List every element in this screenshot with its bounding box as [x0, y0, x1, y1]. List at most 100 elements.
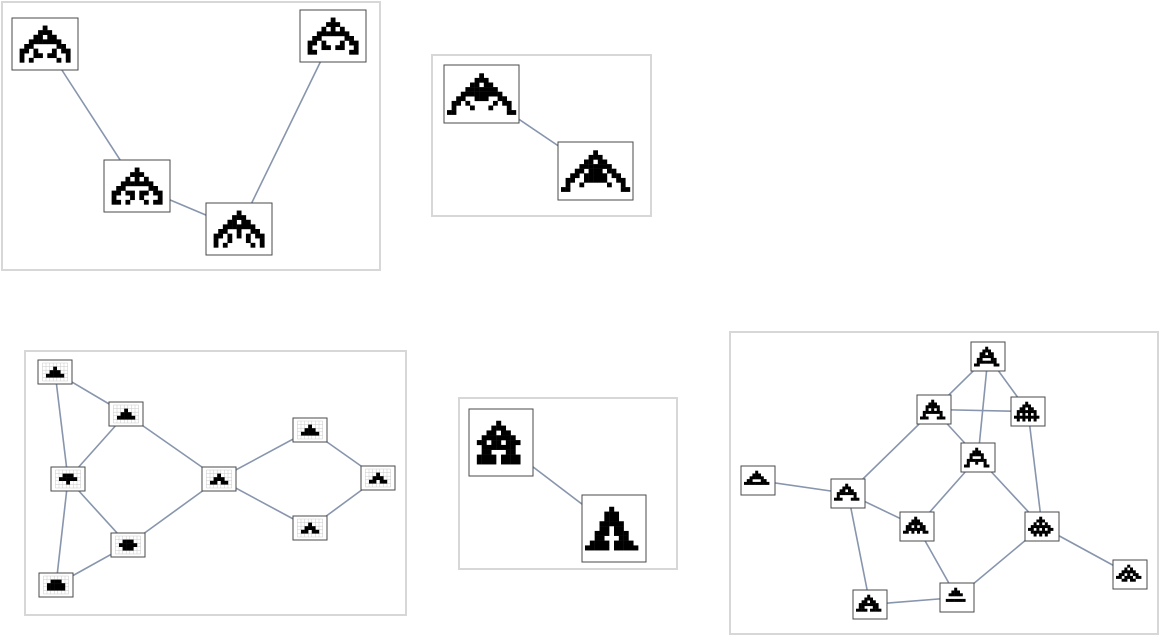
pattern-cell — [908, 525, 912, 529]
pattern-cell — [42, 30, 48, 35]
pattern-cell — [978, 453, 981, 457]
pattern-cell — [919, 527, 923, 531]
graph-e-node-1[interactable] — [916, 394, 952, 425]
pattern-cell — [593, 173, 598, 179]
pattern-cell — [1039, 516, 1043, 520]
graph-e-node-9[interactable] — [1024, 511, 1060, 542]
graph-e-node-10[interactable] — [1112, 559, 1148, 590]
graph-c-node-6[interactable] — [292, 417, 328, 443]
pattern-cell — [1039, 533, 1043, 537]
pattern-cell — [614, 526, 620, 532]
pattern-cell — [604, 516, 610, 522]
pattern-cell — [486, 454, 492, 460]
pattern-cell — [959, 593, 963, 597]
graph-e-node-7[interactable] — [852, 589, 888, 620]
pattern-cell — [120, 412, 125, 416]
pattern-cell — [861, 603, 865, 607]
pattern-cell — [129, 539, 134, 544]
pattern-cell — [1014, 415, 1017, 419]
graph-a-node-1[interactable] — [103, 159, 171, 213]
pattern-cell — [49, 370, 54, 374]
pattern-cell — [505, 435, 511, 441]
pattern-cell — [834, 497, 837, 501]
pattern-cell — [872, 608, 876, 612]
pattern-cell — [574, 168, 580, 174]
pattern-cell — [465, 91, 471, 97]
pattern-cell — [505, 454, 511, 460]
pattern-cell — [57, 583, 62, 587]
pattern-cell — [1022, 407, 1026, 411]
pattern-cell — [126, 543, 130, 547]
pattern-cell — [936, 408, 940, 412]
pattern-cell — [33, 53, 39, 59]
pattern-cell — [850, 489, 854, 493]
pattern-cell — [1019, 410, 1023, 414]
pattern-cell — [483, 77, 489, 83]
pattern-cell — [602, 159, 608, 165]
graph-b-node-0[interactable] — [443, 64, 520, 124]
pattern-cell — [479, 77, 484, 83]
graph-e-node-4[interactable] — [830, 478, 866, 509]
pattern-cell — [38, 30, 43, 35]
pattern-cell — [1025, 401, 1029, 405]
pattern-cell — [609, 506, 615, 512]
graph-e-node-2[interactable] — [1010, 396, 1046, 427]
graph-c-node-5[interactable] — [201, 466, 237, 492]
pattern-cell — [1135, 575, 1139, 579]
pattern-cell — [746, 481, 750, 485]
pattern-cell — [917, 527, 920, 531]
pattern-cell — [594, 530, 600, 536]
pattern-cell — [505, 444, 511, 450]
graph-e-node-3[interactable] — [960, 442, 996, 473]
graph-a-node-3[interactable] — [299, 9, 367, 63]
pattern-cell — [479, 87, 484, 92]
pattern-cell — [308, 428, 312, 432]
pattern-cell — [483, 96, 489, 102]
pattern-cell — [53, 366, 57, 371]
pattern-cell — [315, 431, 320, 436]
pattern-cell — [766, 481, 770, 485]
pattern-cell — [836, 494, 840, 498]
graph-d-node-1[interactable] — [581, 494, 647, 563]
pattern-cell — [315, 529, 320, 534]
pattern-cell — [593, 177, 598, 183]
pattern-cell — [585, 545, 591, 551]
graph-e-node-8[interactable] — [740, 465, 776, 496]
pattern-cell — [982, 360, 986, 364]
pattern-cell — [957, 593, 960, 597]
pattern-cell — [56, 370, 61, 374]
pattern-cell — [861, 608, 865, 612]
pattern-cell — [139, 195, 145, 201]
pattern-cell — [982, 352, 986, 356]
graph-c-node-2[interactable] — [50, 466, 86, 492]
graph-e-node-6[interactable] — [939, 582, 975, 613]
pattern-cell — [496, 420, 502, 426]
pattern-cell — [914, 527, 918, 531]
graph-b-node-1[interactable] — [557, 141, 634, 201]
graph-e-node-0[interactable] — [970, 341, 1006, 372]
graph-e-node-5[interactable] — [899, 511, 935, 542]
graph-c-node-7[interactable] — [360, 465, 396, 491]
graph-c-node-0[interactable] — [37, 359, 73, 385]
pattern-cell — [217, 477, 221, 481]
graph-c-node-8[interactable] — [292, 515, 328, 541]
pattern-cell — [38, 39, 43, 45]
graph-d-node-0[interactable] — [468, 408, 534, 477]
pattern-cell — [975, 447, 979, 451]
pattern-cell — [344, 36, 350, 41]
pattern-cell — [501, 430, 507, 436]
graph-a-node-0[interactable] — [11, 17, 79, 71]
pattern-cell — [842, 492, 846, 496]
pattern-cell — [599, 540, 605, 546]
pattern-cell — [911, 519, 915, 523]
pattern-cell — [344, 31, 350, 37]
pattern-cell — [917, 519, 920, 523]
graph-c-node-4[interactable] — [38, 572, 74, 598]
pattern-cell — [942, 416, 946, 420]
graph-c-node-3[interactable] — [110, 532, 146, 558]
graph-a-node-2[interactable] — [205, 202, 273, 256]
pattern-cell — [213, 477, 218, 481]
graph-c-node-1[interactable] — [108, 401, 144, 427]
pattern-cell — [609, 511, 615, 517]
pattern-cell — [1030, 415, 1034, 419]
